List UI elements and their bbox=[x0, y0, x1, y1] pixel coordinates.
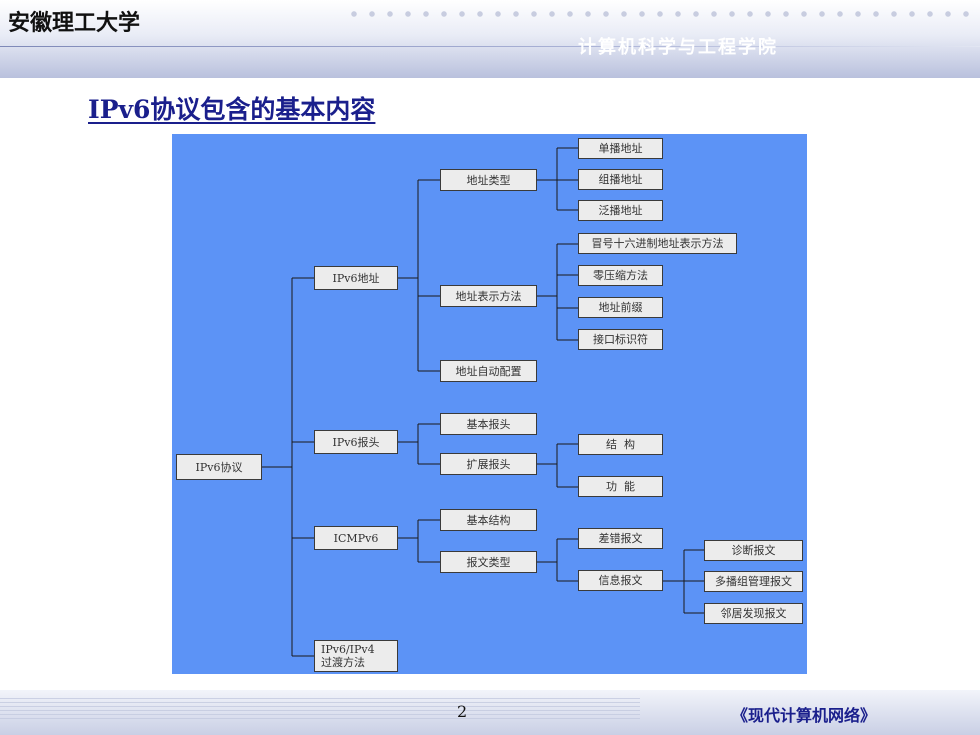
node-info-message: 信息报文 bbox=[578, 570, 663, 591]
node-anycast-address: 泛播地址 bbox=[578, 200, 663, 221]
header-divider bbox=[0, 46, 980, 47]
node-ipv6-header: IPv6报头 bbox=[314, 430, 398, 454]
node-structure: 结 构 bbox=[578, 434, 663, 455]
node-address-autoconfig: 地址自动配置 bbox=[440, 360, 537, 382]
node-ipv6-address: IPv6地址 bbox=[314, 266, 398, 290]
node-address-type: 地址类型 bbox=[440, 169, 537, 191]
node-neighbor-discovery: 邻居发现报文 bbox=[704, 603, 803, 624]
node-transition-line1: IPv6/IPv4 bbox=[321, 643, 375, 656]
node-icmpv6: ICMPv6 bbox=[314, 526, 398, 550]
node-colon-hex-notation: 冒号十六进制地址表示方法 bbox=[578, 233, 737, 254]
node-extension-header: 扩展报头 bbox=[440, 453, 537, 475]
node-zero-compression: 零压缩方法 bbox=[578, 265, 663, 286]
node-ipv6-ipv4-transition: IPv6/IPv4 过渡方法 bbox=[314, 640, 398, 672]
node-unicast-address: 单播地址 bbox=[578, 138, 663, 159]
footer-line-decoration bbox=[0, 698, 640, 720]
node-function: 功 能 bbox=[578, 476, 663, 497]
page-number: 2 bbox=[457, 702, 468, 721]
ipv6-tree-diagram: IPv6协议 IPv6地址 IPv6报头 ICMPv6 IPv6/IPv4 过渡… bbox=[172, 134, 807, 674]
node-ipv6-protocol: IPv6协议 bbox=[176, 454, 262, 480]
node-address-notation: 地址表示方法 bbox=[440, 285, 537, 307]
header-dots-decoration bbox=[345, 7, 975, 21]
node-message-type: 报文类型 bbox=[440, 551, 537, 573]
node-interface-identifier: 接口标识符 bbox=[578, 329, 663, 350]
node-error-message: 差错报文 bbox=[578, 528, 663, 549]
node-multicast-address: 组播地址 bbox=[578, 169, 663, 190]
book-title: 《现代计算机网络》 bbox=[732, 706, 877, 725]
node-address-prefix: 地址前缀 bbox=[578, 297, 663, 318]
university-name: 安徽理工大学 bbox=[8, 11, 141, 36]
node-diagnostic-message: 诊断报文 bbox=[704, 540, 803, 561]
node-basic-header: 基本报头 bbox=[440, 413, 537, 435]
node-multicast-group-management: 多播组管理报文 bbox=[704, 571, 803, 592]
college-name: 计算机科学与工程学院 bbox=[578, 37, 778, 58]
node-transition-line2: 过渡方法 bbox=[321, 656, 365, 669]
node-basic-structure: 基本结构 bbox=[440, 509, 537, 531]
slide-title: IPv6协议包含的基本内容 bbox=[88, 95, 376, 124]
diagram-connectors bbox=[262, 147, 704, 657]
